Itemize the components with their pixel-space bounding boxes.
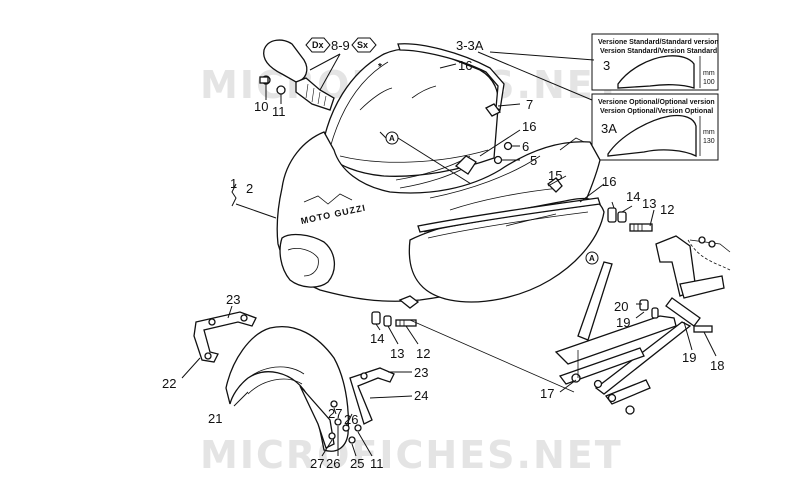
callout-6: 6: [522, 139, 529, 154]
inset-standard-part-number: 3: [603, 58, 610, 73]
callout-23-lower: 23: [414, 365, 428, 380]
callout-26-upper: 26: [344, 412, 358, 427]
inset-optional-part-number: 3A: [601, 121, 617, 136]
callout-27-lower: 27: [310, 456, 324, 471]
inset-optional-mm-label: mm: [703, 129, 715, 136]
callout-16-fairing: 16: [522, 119, 536, 134]
callout-22: 22: [162, 376, 176, 391]
callout-15: 15: [548, 168, 562, 183]
callout-leaders: [181, 63, 717, 457]
fastener-set-side: [607, 207, 653, 232]
reference-a-badge-lower: A: [585, 251, 599, 265]
watermark-bottom: MICROFICHES.NET: [200, 433, 623, 477]
windscreen-optional-profile: [607, 114, 697, 158]
inset-optional-mm-value: 130: [703, 138, 715, 145]
callout-24: 24: [414, 388, 428, 403]
mounting-bracket-small: [547, 177, 563, 193]
callout-3-3a: 3-3A: [456, 38, 484, 53]
inset-standard-version: Versione Standard/Standard version Versi…: [591, 33, 719, 91]
windscreen: *: [321, 48, 500, 177]
inset-standard-mm-value: 100: [703, 79, 715, 86]
callout-14-side: 14: [626, 189, 640, 204]
inset-standard-line2: Version Standard/Version Standard: [600, 48, 717, 55]
inset-optional-version: Versione Optional/Optional version Versi…: [591, 93, 719, 161]
fastener-set-upper: [485, 103, 520, 165]
inset-standard-mm-label: mm: [703, 70, 715, 77]
mudguard-fasteners: [328, 400, 362, 444]
windscreen-standard-profile: [617, 55, 695, 89]
callout-13-lower: 13: [390, 346, 404, 361]
mudguard-bracket-left: [193, 311, 257, 363]
front-mudguard: [225, 326, 350, 452]
callout-12-side: 12: [660, 202, 674, 217]
callout-1: 1: [230, 176, 237, 191]
callout-17: 17: [540, 386, 554, 401]
fairing-trim-strip: [417, 197, 601, 233]
callout-18: 18: [710, 358, 724, 373]
svg-text:A: A: [389, 134, 395, 143]
fastener-set-lower: [371, 311, 417, 327]
callout-13-side: 13: [642, 196, 656, 211]
inset-optional-line1: Versione Optional/Optional version: [598, 99, 715, 106]
inset-standard-line1: Versione Standard/Standard version: [598, 39, 719, 46]
callout-19-right: 19: [682, 350, 696, 365]
callout-10: 10: [254, 99, 268, 114]
callout-12-lower: 12: [416, 346, 430, 361]
callout-11-mirror: 11: [272, 104, 286, 119]
callout-20: 20: [614, 299, 628, 314]
callout-14-lower: 14: [370, 331, 384, 346]
svg-text:Sx: Sx: [357, 40, 368, 50]
callout-5: 5: [530, 153, 537, 168]
left-side-badge: Sx: [351, 37, 377, 53]
inset-optional-line2: Version Optional/Version Optional: [600, 108, 713, 115]
callout-27-upper: 27: [328, 406, 342, 421]
callout-16-windscreen: 16: [458, 58, 472, 73]
callout-7: 7: [526, 97, 533, 112]
right-side-badge: Dx: [305, 37, 331, 53]
callout-21: 21: [208, 411, 222, 426]
mirror-assembly: [259, 39, 335, 111]
callout-19-left: 19: [616, 315, 630, 330]
callout-2: 2: [246, 181, 253, 196]
svg-text:Dx: Dx: [312, 40, 324, 50]
callout-8-9: 8-9: [331, 38, 350, 53]
callout-25: 25: [350, 456, 364, 471]
callout-23-upper: 23: [226, 292, 240, 307]
svg-text:*: *: [378, 62, 382, 73]
callout-16-side: 16: [602, 174, 616, 189]
svg-text:A: A: [589, 254, 595, 263]
callout-11-lower: 11: [370, 456, 384, 471]
callout-26-lower: 26: [326, 456, 340, 471]
fairing-support-frame: [554, 235, 731, 415]
mudguard-bracket-right: [349, 367, 395, 425]
reference-a-badge: A: [385, 131, 399, 145]
